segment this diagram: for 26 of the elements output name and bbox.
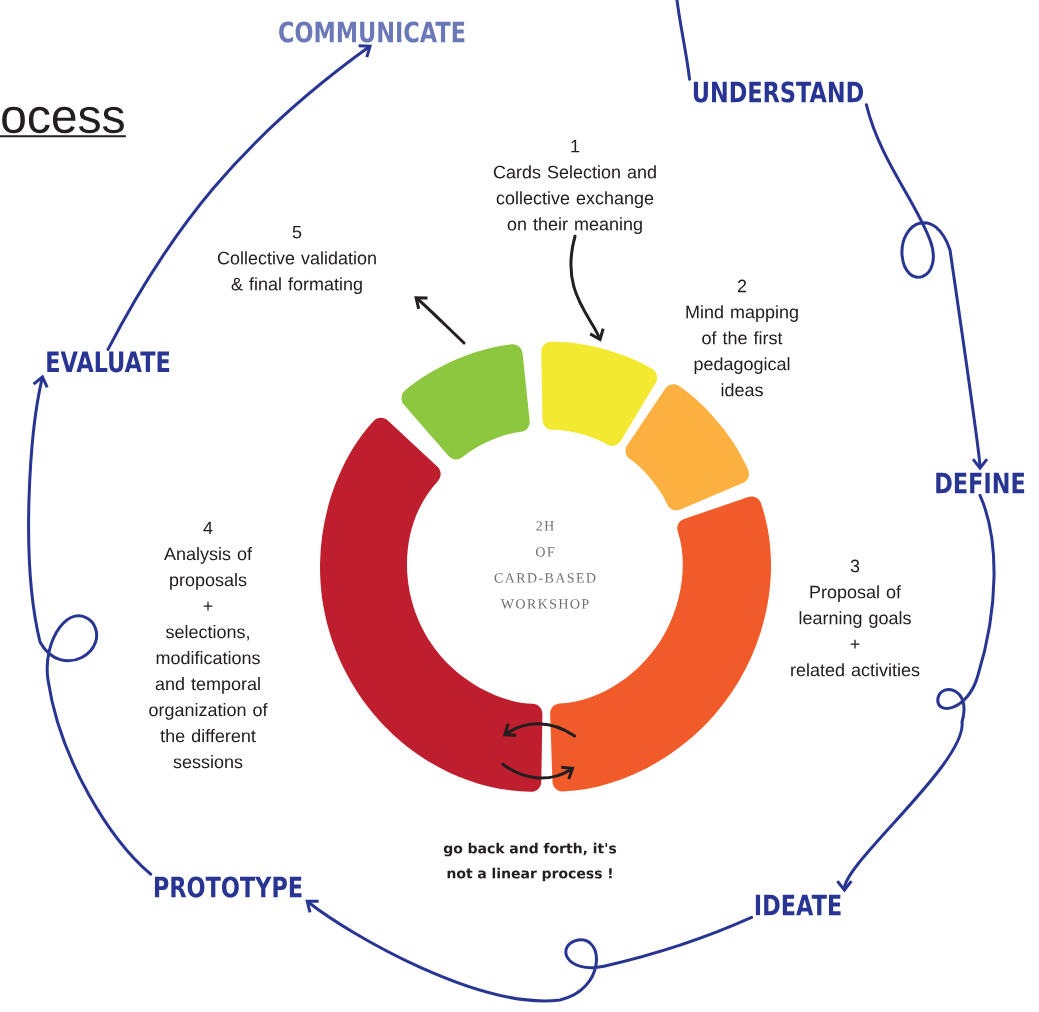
note-text: go back and forth, it's not a linear process !	[443, 842, 617, 882]
step-text: 4 Analysis of proposals + selections, modifications and temporal organization of the different sessions	[149, 521, 268, 769]
stage-word: IDEATE	[755, 894, 841, 916]
title: ocess	[0, 106, 127, 138]
arrow	[27, 374, 153, 876]
arrow	[106, 44, 372, 351]
stage-word: UNDERSTAND	[693, 81, 864, 103]
ring-segment	[541, 341, 658, 446]
step-text: 5 Collective validation & final formating	[217, 225, 376, 295]
arrow	[414, 296, 466, 345]
stage-word: COMMUNICATE	[279, 21, 465, 43]
curved-line	[675, 0, 692, 81]
arrow	[569, 234, 605, 342]
center-text: 2H OF CARD-BASED WORKSHOP	[494, 521, 596, 609]
arrow	[305, 899, 754, 1003]
step-text: 1 Cards Selection and collective exchange on their meaning	[493, 139, 656, 235]
step-text: 3 Proposal of learning goals + related activities	[791, 559, 920, 677]
arrow	[864, 103, 989, 471]
arrow	[501, 762, 575, 780]
ring-segment	[401, 344, 530, 460]
step-text: 2 Mind mapping of the first pedagogical ideas	[686, 279, 798, 397]
arrow	[502, 722, 577, 738]
arrow	[836, 493, 996, 893]
stage-word: DEFINE	[936, 472, 1025, 494]
stage-word: EVALUATE	[47, 351, 170, 373]
stage-word: PROTOTYPE	[154, 876, 302, 898]
